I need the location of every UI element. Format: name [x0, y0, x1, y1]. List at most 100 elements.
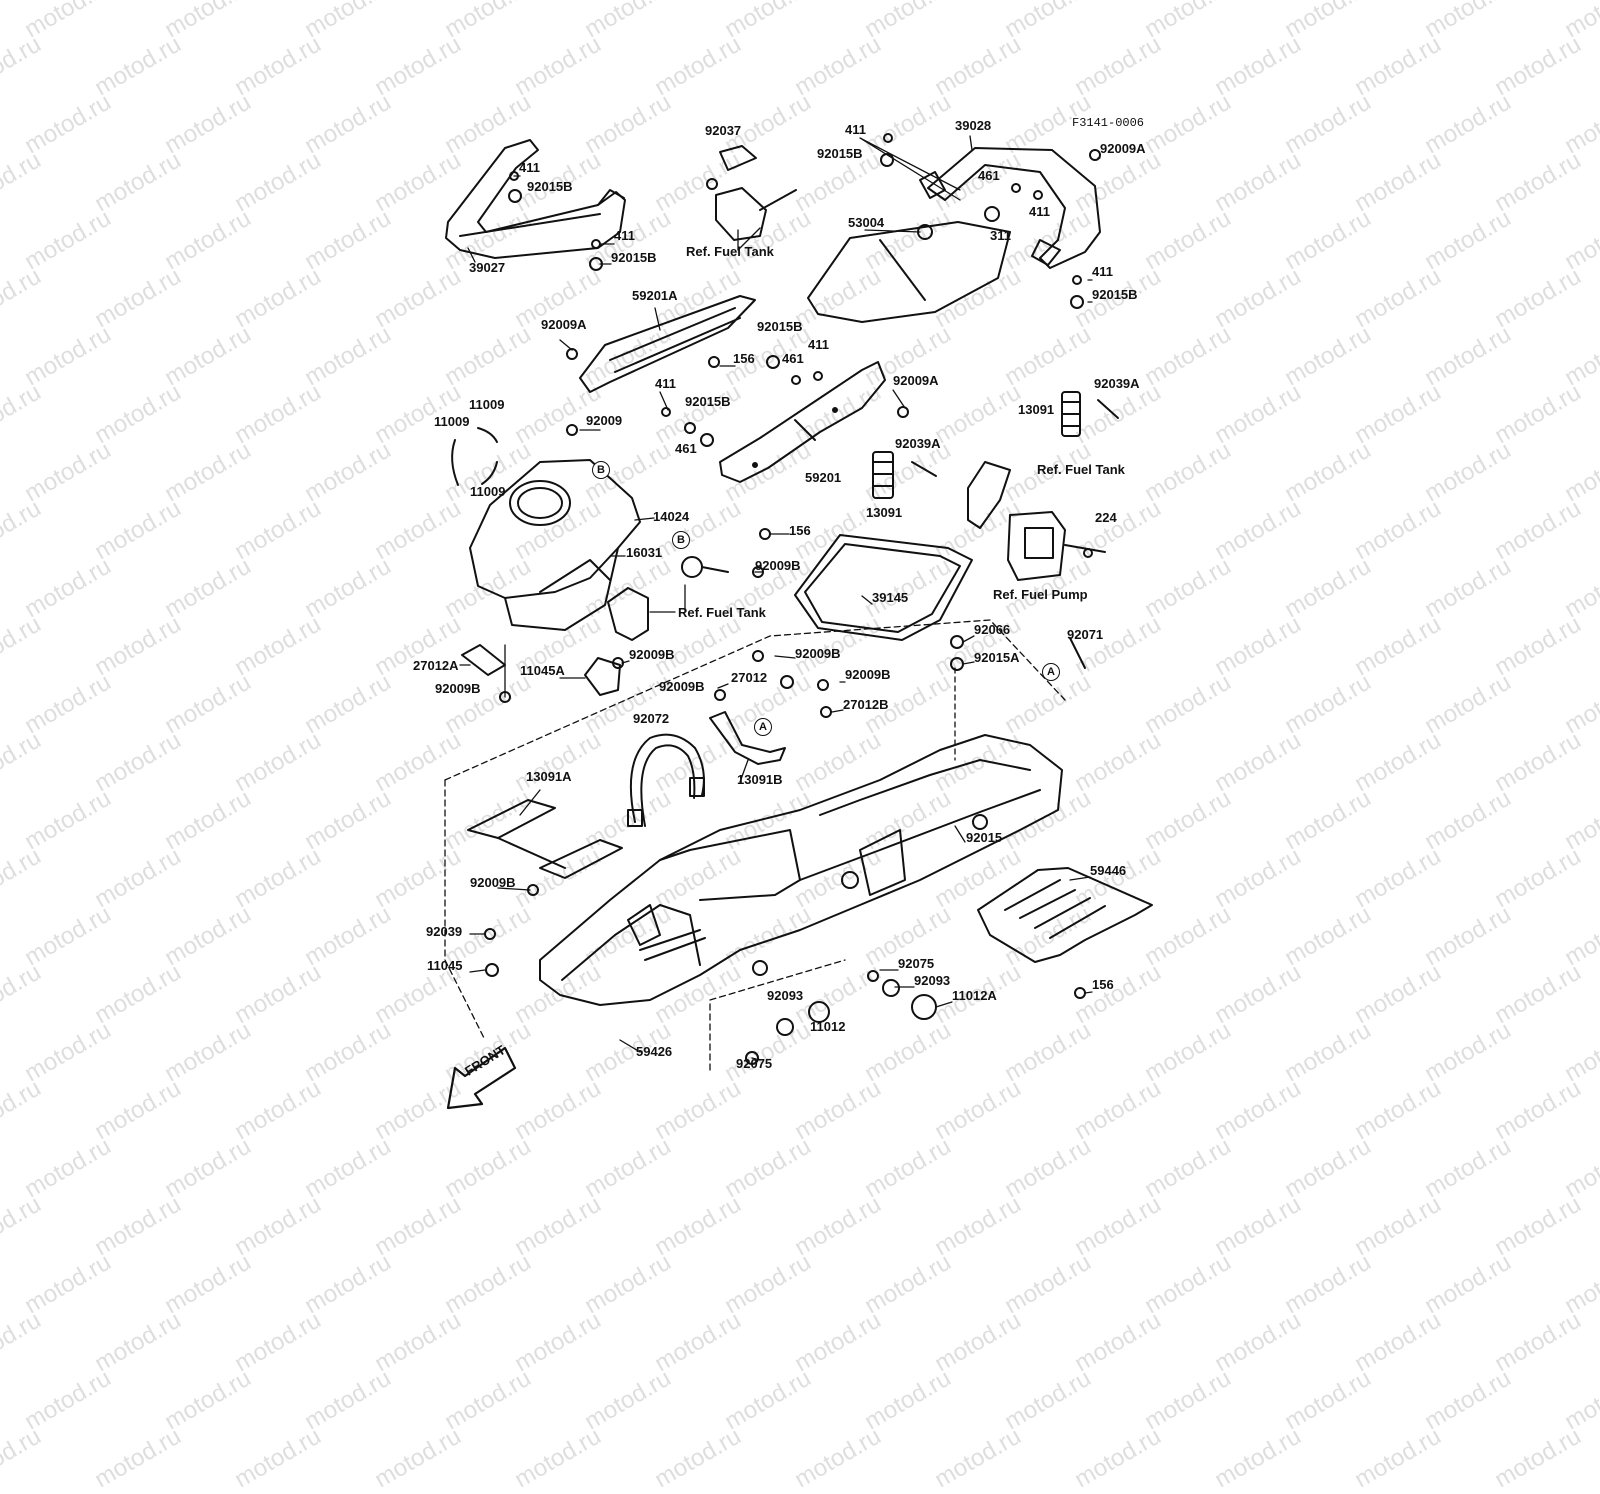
watermark-text: motod.ru: [0, 1422, 46, 1494]
part-callout: 13091: [866, 505, 903, 520]
part-callout: 411: [845, 122, 866, 137]
part-callout: 27012: [731, 670, 768, 685]
watermark-text: motod.ru: [1280, 1248, 1376, 1320]
part-callout: 53004: [848, 215, 885, 230]
part-callout: 92009B: [845, 667, 891, 682]
part-callout: 92009: [586, 413, 623, 428]
part-callout: 156: [733, 351, 755, 366]
part-callout: 156: [789, 523, 811, 538]
part-callout: 92039A: [895, 436, 941, 451]
watermark-text: motod.ru: [230, 1190, 326, 1262]
bracket-13091B-icon: [709, 711, 786, 765]
part-callout: 156: [1092, 977, 1114, 992]
diagram-code: F3141-0006: [1072, 116, 1145, 130]
part-callout: 92075: [736, 1056, 773, 1071]
part-callout: 461: [675, 441, 697, 456]
watermark-text: motod.ru: [650, 1306, 746, 1378]
watermark-text: motod.ru: [930, 1306, 1026, 1378]
watermark-text: motod.ru: [1350, 1190, 1446, 1262]
gasket-39145-icon: [794, 534, 973, 641]
watermark-text: motod.ru: [720, 1364, 816, 1436]
watermark-text: motod.ru: [20, 1364, 116, 1436]
watermark-text: motod.ru: [510, 1422, 606, 1494]
part-callout: 92015: [966, 830, 1003, 845]
watermark-text: motod.ru: [90, 1422, 186, 1494]
part-callout: 39028: [955, 118, 992, 133]
watermark-text: motod.ru: [1070, 1422, 1166, 1494]
watermark-text: motod.ru: [510, 1190, 606, 1262]
part-callout: 13091A: [526, 769, 572, 784]
watermark-text: motod.ru: [440, 1248, 536, 1320]
part-callout: Ref. Fuel Tank: [686, 244, 774, 259]
bracket-13091A-icon: [467, 799, 623, 879]
watermark-text: motod.ru: [1350, 1306, 1446, 1378]
part-callout: 92093: [914, 973, 951, 988]
part-callout: 59201: [805, 470, 842, 485]
part-callout: 411: [519, 160, 540, 175]
watermark-text: motod.ru: [90, 1190, 186, 1262]
cover-59201-icon: [719, 361, 886, 483]
watermark-text: motod.ru: [930, 1190, 1026, 1262]
part-callout: 411: [1029, 204, 1050, 219]
part-callout: 11009: [469, 397, 505, 412]
watermark-text: motod.ru: [1210, 1190, 1306, 1262]
part-callout: 92009B: [435, 681, 481, 696]
handle-39028-icon: [919, 147, 1101, 269]
reference-letter-badge: B: [672, 531, 690, 549]
reference-letter-badge: B: [592, 461, 610, 479]
watermark-text: motod.ru: [160, 1248, 256, 1320]
watermark-text: motod.ru: [1280, 1364, 1376, 1436]
watermark-text: motod.ru: [300, 1248, 396, 1320]
part-callout: 92015B: [1092, 287, 1138, 302]
part-callout: 311: [990, 228, 1011, 243]
strap-92072-icon: [627, 733, 705, 827]
part-callout: 59201A: [632, 288, 678, 303]
watermark-text: motod.ru: [1490, 1422, 1586, 1494]
part-callout: 92015B: [817, 146, 863, 161]
watermark-text: motod.ru: [510, 1306, 606, 1378]
watermark-text: motod.ru: [860, 1248, 956, 1320]
part-callout: 11009: [434, 414, 470, 429]
part-callout: 13091: [1018, 402, 1055, 417]
watermark-text: motod.ru: [370, 1190, 466, 1262]
part-callout: 11045A: [520, 663, 565, 678]
part-callout: 27012B: [843, 697, 889, 712]
watermark-text: motod.ru: [580, 1248, 676, 1320]
watermark-text: motod.ru: [790, 1190, 886, 1262]
part-callout: 16031: [626, 545, 663, 560]
part-callout: 92009B: [795, 646, 841, 661]
watermark-text: motod.ru: [370, 1422, 466, 1494]
fuel-pump-bracket-icon: [967, 461, 1106, 581]
watermark-text: motod.ru: [1140, 1248, 1236, 1320]
part-callout: 461: [782, 351, 804, 366]
part-callout: 92009B: [470, 875, 516, 890]
watermark-text: motod.ru: [0, 1190, 46, 1262]
watermark-text: motod.ru: [650, 1422, 746, 1494]
watermark-text: motod.ru: [1420, 1248, 1516, 1320]
watermark-text: motod.ru: [1490, 1306, 1586, 1378]
part-callout: 92093: [767, 988, 804, 1003]
watermark-text: motod.ru: [230, 1422, 326, 1494]
part-callout: 11012: [810, 1019, 846, 1034]
watermark-text: motod.ru: [1420, 1364, 1516, 1436]
part-callout: 92039A: [1094, 376, 1140, 391]
handle-39027-icon: [445, 139, 626, 259]
hull-59426-icon: [539, 734, 1063, 1006]
reference-letter-badge: A: [1042, 663, 1060, 681]
watermark-text: motod.ru: [720, 1248, 816, 1320]
watermark-text: motod.ru: [790, 1306, 886, 1378]
part-callout: 92075: [898, 956, 935, 971]
watermark-text: motod.ru: [20, 1248, 116, 1320]
bracket-13091-icon: [872, 391, 1119, 499]
watermark-text: motod.ru: [580, 1364, 676, 1436]
watermark-text: motod.ru: [1490, 1190, 1586, 1262]
part-callout: 59426: [636, 1044, 673, 1059]
part-callout: 92072: [633, 711, 670, 726]
watermark-text: motod.ru: [300, 1364, 396, 1436]
watermark-text: motod.ru: [440, 1364, 536, 1436]
part-callout: 411: [655, 376, 676, 391]
watermark-text: motod.ru: [1070, 1306, 1166, 1378]
watermark-text: motod.ru: [230, 1306, 326, 1378]
watermark-text: motod.ru: [860, 1364, 956, 1436]
